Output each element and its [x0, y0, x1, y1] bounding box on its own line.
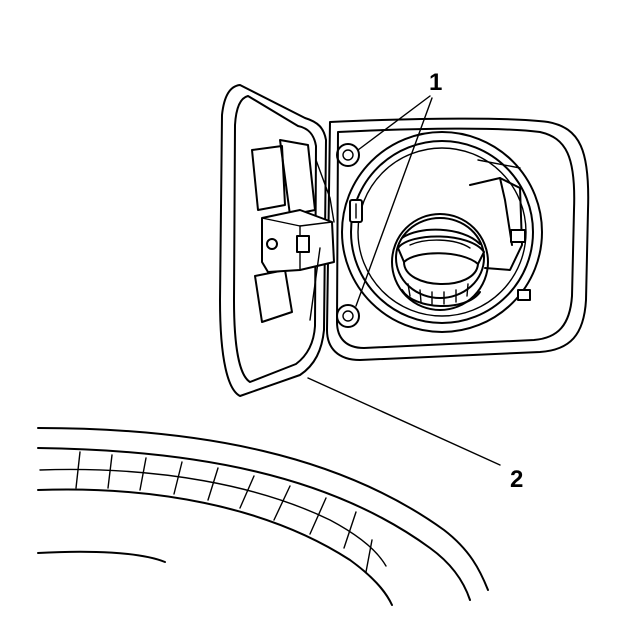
rear-fender-arch: [37, 427, 489, 606]
fuel-filler-housing: [326, 117, 590, 361]
callout-label-2: 2: [510, 466, 523, 493]
fuel-door: [219, 84, 335, 397]
mounting-screw-lower: [336, 304, 360, 328]
filler-bracket: [469, 159, 531, 301]
tire-tread: [39, 451, 387, 573]
fuel-cap: [391, 213, 489, 311]
door-latch: [349, 199, 363, 223]
mounting-screw-upper: [336, 143, 360, 167]
leader-lines: [307, 95, 501, 466]
callout-label-1: 1: [429, 69, 442, 96]
